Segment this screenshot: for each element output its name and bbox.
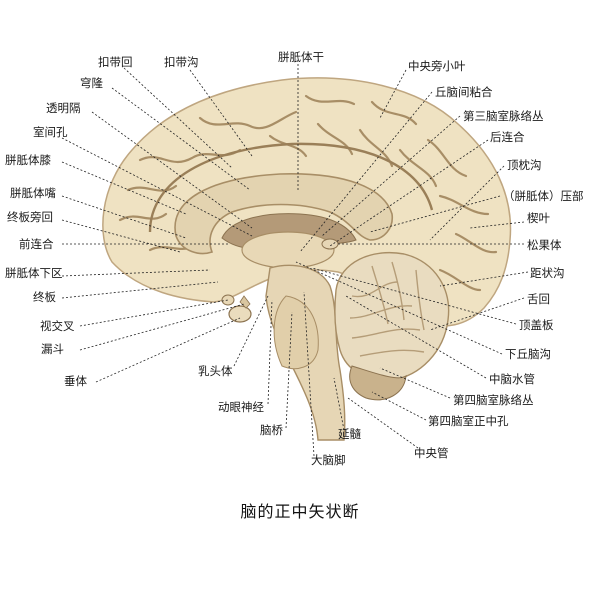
leader-line [123,67,233,169]
leader-lines [61,64,529,457]
label-cuneus: 楔叶 [527,211,550,225]
cerebellar-folia [349,261,425,357]
leader-line [61,161,187,215]
figure-caption: 脑的正中矢状断 [240,502,360,521]
label-central-canal: 中央管 [414,446,449,460]
label-cingulate-sulcus: 扣带沟 [164,55,199,69]
leader-line [469,221,525,229]
leader-line [379,367,451,399]
tonsil [349,365,407,401]
label-rostrum: 胼胝体嘴 [10,186,56,200]
leader-line [333,377,345,431]
label-corpus-callosum-trunk: 胼胝体干 [278,50,324,64]
label-infundibulum: 漏斗 [41,342,64,356]
label-choroid-plexus-fourth: 第四脑室脉络丛 [453,393,534,407]
label-cerebral-peduncle: 大脑脚 [311,453,346,467]
label-paraterminal-gyrus: 终板旁回 [7,210,53,224]
leader-line [189,69,253,157]
leader-line [61,219,181,253]
leader-line [321,115,461,237]
leader-line [79,303,245,351]
leader-line [61,195,187,239]
leader-line [295,261,503,355]
label-septum-pellucidum: 透明隔 [46,101,81,115]
leader-line [79,299,229,327]
leader-line [299,91,433,253]
label-posterior-commissure: 后连合 [490,130,525,144]
hypophysis-shape [228,305,252,323]
pineal-shape [321,238,339,250]
label-oculomotor-nerve: 动眼神经 [218,400,264,414]
label-parietooccipital-sulcus: 顶枕沟 [507,158,542,172]
cerebellum [334,252,450,381]
label-cingulate-gyrus: 扣带回 [98,55,133,69]
label-hypothalamic-sulcus: 下丘脑沟 [505,347,551,361]
label-interventricular-foramen: 室间孔 [33,125,68,139]
label-hypophysis: 垂体 [64,374,87,388]
leader-line [369,195,501,233]
label-anterior-commissure: 前连合 [19,237,54,251]
label-splenium: （胼胝体）压部 [503,189,584,203]
label-interthalamic-adhesion: 丘脑间粘合 [435,85,493,99]
leader-line [111,87,251,191]
leader-line [345,295,487,379]
label-median-aperture: 第四脑室正中孔 [428,414,509,428]
leader-line [303,291,315,457]
label-choroid-plexus-third: 第三脑室脉络丛 [463,109,544,123]
label-pons: 脑桥 [260,423,283,437]
label-tectum: 顶盖板 [519,318,554,332]
leader-line [379,69,407,119]
thalamus [241,231,335,269]
corpus-callosum [174,173,394,255]
leader-line [267,299,273,405]
leader-line [429,165,505,241]
leader-line [439,271,529,287]
leader-line [285,311,293,429]
label-optic-chiasm: 视交叉 [40,319,75,333]
leader-line [429,297,525,331]
label-fornix: 穹隆 [80,76,103,90]
label-calcarine-sulcus: 距状沟 [530,266,565,280]
leader-line [311,267,517,325]
optic-chiasm-shape [221,294,235,306]
label-mammillary-body: 乳头体 [198,364,233,378]
label-subcallosal-area: 胼胝体下区 [5,266,63,280]
label-medulla: 延髓 [338,427,361,441]
label-genu: 胼胝体膝 [5,153,51,167]
label-paracentral-lobule: 中央旁小叶 [408,59,466,73]
infundibulum-shape [239,295,251,309]
label-lamina-terminalis: 终板 [33,290,56,304]
label-pineal-body: 松果体 [527,238,562,252]
leader-line [61,269,211,277]
leader-line [91,111,253,229]
label-cerebral-aqueduct: 中脑水管 [489,372,535,386]
label-lingual-gyrus: 舌回 [527,292,550,306]
leader-line [233,295,269,367]
